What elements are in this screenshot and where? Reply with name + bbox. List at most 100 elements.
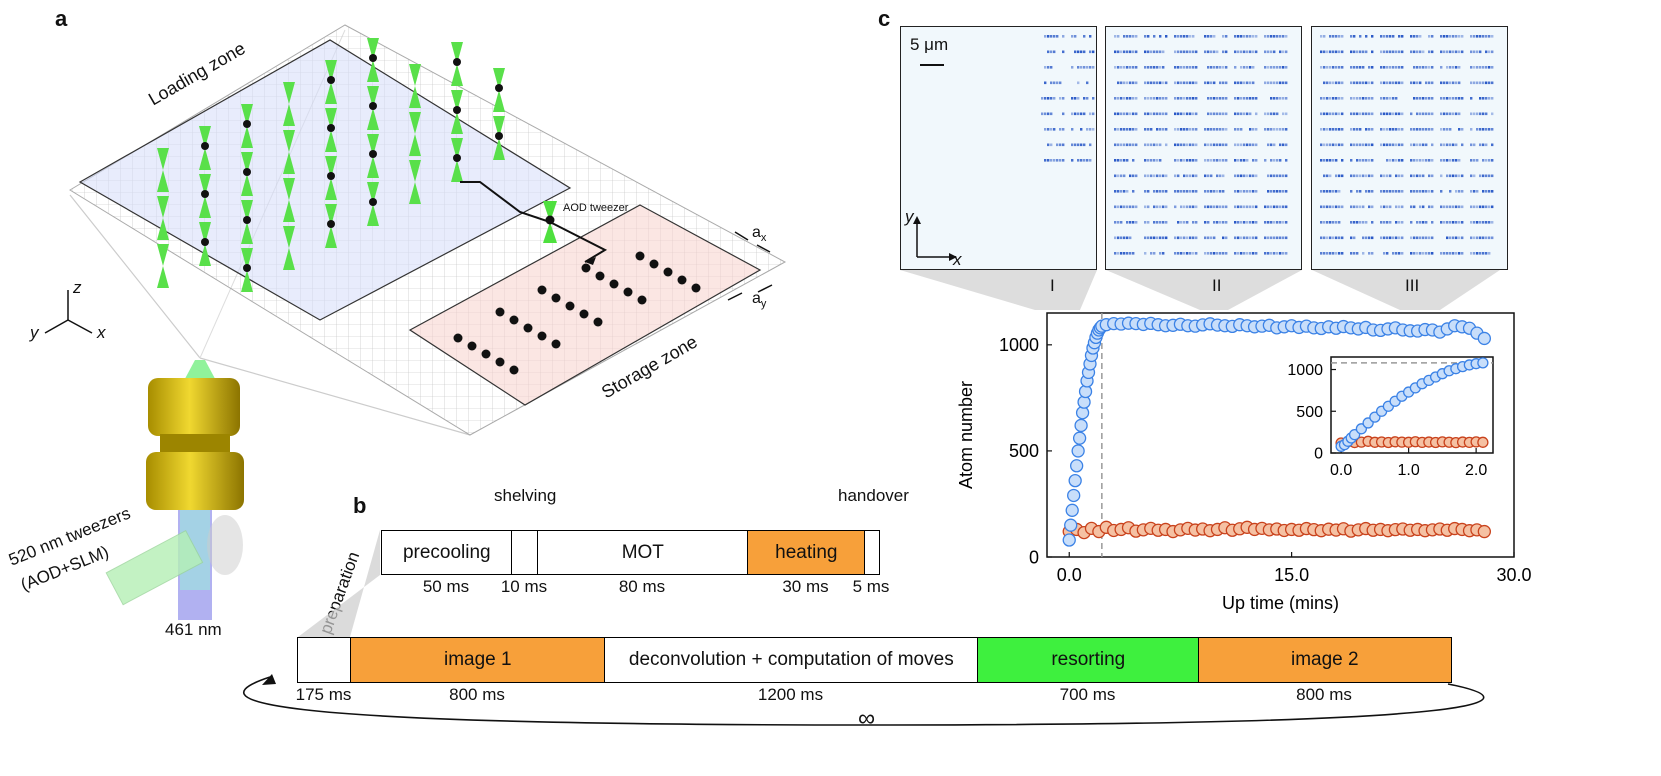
tweezer-beam bbox=[325, 108, 337, 152]
atom-spot bbox=[1264, 221, 1267, 224]
storage-atom bbox=[637, 295, 647, 305]
main-chart-xlabel: Up time (mins) bbox=[1222, 593, 1339, 613]
atom-spot bbox=[1183, 66, 1186, 69]
atom-spot bbox=[1177, 236, 1180, 240]
atom-spot bbox=[1264, 252, 1267, 255]
atom-spot bbox=[1452, 97, 1455, 100]
atom-spot bbox=[1473, 174, 1476, 178]
atom-spot bbox=[1443, 143, 1446, 147]
storage-atom bbox=[495, 307, 505, 317]
atom-spot bbox=[1461, 190, 1464, 193]
atom-spot bbox=[1338, 128, 1341, 131]
atom-spot bbox=[1150, 174, 1153, 178]
atom-spot bbox=[1332, 128, 1335, 131]
projection-line bbox=[69, 194, 201, 359]
atom-spot bbox=[1237, 35, 1240, 38]
atom-spot bbox=[1083, 159, 1086, 162]
atom-spot bbox=[1114, 252, 1117, 255]
atom-spot bbox=[1237, 81, 1240, 85]
atom-spot bbox=[1267, 236, 1270, 240]
atom-spot bbox=[1219, 221, 1222, 224]
atom-spot bbox=[1207, 81, 1210, 85]
atom-spot bbox=[1380, 174, 1383, 178]
image-label-2: II bbox=[1212, 276, 1222, 295]
atom-spot bbox=[1237, 128, 1240, 131]
atom-spot bbox=[1422, 66, 1425, 69]
atom-spot bbox=[1047, 112, 1050, 116]
atom-spot bbox=[1135, 221, 1138, 224]
atom-spot bbox=[1270, 35, 1273, 38]
atom-spot bbox=[1422, 97, 1425, 100]
atom-spot bbox=[1458, 97, 1461, 100]
atom-spot bbox=[1488, 159, 1491, 162]
atom-spot bbox=[1216, 221, 1219, 224]
atom-spot bbox=[1320, 190, 1323, 193]
ax-letter: a bbox=[752, 224, 761, 241]
atom-spot bbox=[1273, 143, 1276, 147]
aod-move-path bbox=[460, 181, 608, 263]
atom-spot bbox=[1341, 81, 1344, 85]
atom-spot bbox=[1156, 205, 1159, 209]
aod-tweezer-atom bbox=[545, 215, 555, 225]
atom-spot bbox=[1222, 159, 1225, 162]
atom-spot bbox=[1395, 50, 1398, 54]
atom-spot bbox=[1276, 97, 1279, 100]
panel-a-letter: a bbox=[55, 6, 68, 31]
atom-spot bbox=[1092, 97, 1095, 100]
atom-spot bbox=[1222, 50, 1225, 54]
atom-spot bbox=[1225, 112, 1228, 116]
atom-spot bbox=[1132, 35, 1135, 38]
atom-spot bbox=[1458, 159, 1461, 162]
atom-spot bbox=[1234, 174, 1237, 178]
atom-spot bbox=[1273, 159, 1276, 162]
fluorescence-image-1 bbox=[900, 26, 1097, 270]
atom-spot bbox=[1273, 66, 1276, 69]
atom-spot bbox=[1129, 66, 1132, 69]
atom-spot bbox=[1053, 97, 1056, 100]
atom-spot bbox=[1323, 112, 1326, 116]
atom-spot bbox=[1222, 190, 1225, 193]
main-segment: image 1 bbox=[350, 637, 606, 683]
atom-spot bbox=[1156, 159, 1159, 162]
atom-spot bbox=[1092, 50, 1095, 54]
atom-spot bbox=[1204, 174, 1207, 178]
atom-spot bbox=[1132, 159, 1135, 162]
atom-spot bbox=[1222, 221, 1225, 224]
atom-spot bbox=[1159, 66, 1162, 69]
atom-spot bbox=[1323, 252, 1326, 255]
atom-spot bbox=[1062, 50, 1065, 54]
atom-spot bbox=[1380, 50, 1383, 54]
atom-spot bbox=[1153, 66, 1156, 69]
atom-spot bbox=[1213, 50, 1216, 54]
atom-spot bbox=[1353, 97, 1356, 100]
atom-spot bbox=[1089, 66, 1092, 69]
atom-spot bbox=[1368, 205, 1371, 209]
atom-spot bbox=[1213, 236, 1216, 240]
atom-spot bbox=[1177, 143, 1180, 147]
inset-chart-xtick-label: 2.0 bbox=[1465, 462, 1487, 479]
atom-spot bbox=[1491, 159, 1494, 162]
main-chart-point-blue bbox=[1065, 503, 1079, 517]
atom-spot bbox=[1282, 112, 1285, 116]
atom-spot bbox=[1252, 190, 1255, 193]
atom-spot bbox=[1380, 128, 1383, 131]
atom-spot bbox=[1174, 97, 1177, 100]
main-chart-point-blue bbox=[1067, 488, 1081, 503]
atom-spot bbox=[1285, 221, 1288, 224]
atom-spot bbox=[1485, 174, 1488, 178]
atom-spot bbox=[1419, 205, 1422, 209]
atom-spot bbox=[1329, 35, 1332, 38]
atom-spot bbox=[1341, 50, 1344, 54]
atom-spot bbox=[1470, 81, 1473, 85]
atom-spot bbox=[1368, 128, 1371, 131]
atom-spot bbox=[1279, 252, 1282, 255]
atom-spot bbox=[1491, 236, 1494, 240]
atom-spot bbox=[1470, 112, 1473, 116]
atom-spot bbox=[1476, 252, 1479, 255]
axis-y-label: y bbox=[30, 323, 39, 342]
atom-spot bbox=[1089, 128, 1092, 131]
atom-spot bbox=[1180, 50, 1183, 54]
atom-spot bbox=[1044, 81, 1047, 85]
atom-spot bbox=[1323, 128, 1326, 131]
atom-spot bbox=[1144, 128, 1147, 131]
